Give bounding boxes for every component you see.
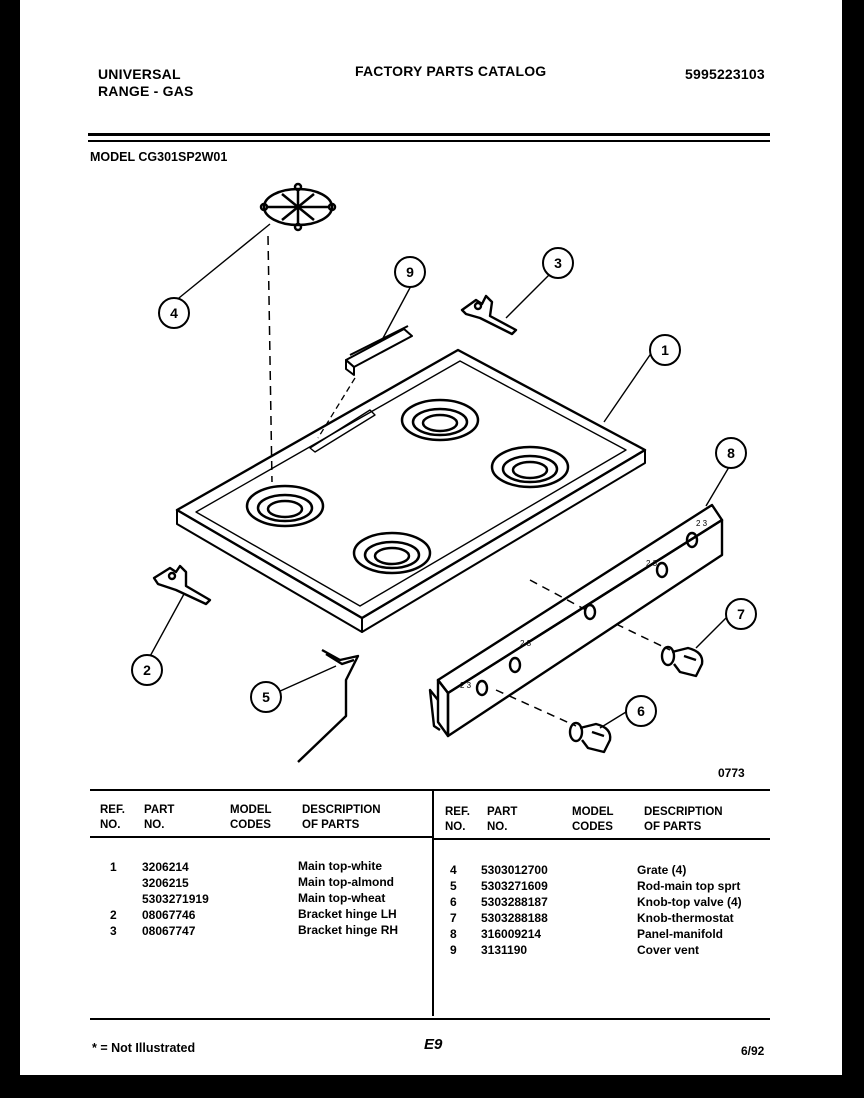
callout-6-label: 6 [637,703,645,719]
right-header-rule [434,838,770,840]
callout-2-label: 2 [143,662,151,678]
right-header-desc-2: OF PARTS [644,821,702,833]
right-header-desc-1: DESCRIPTION [644,806,723,818]
row-ref: 4 [450,863,457,877]
panel-manifold-part: 2 3 2 3 2 3 2 3 [428,503,724,738]
callout-3-circle [542,247,574,279]
table-divider [432,790,434,1016]
callout-4-label: 4 [170,305,178,321]
right-header-model-1: MODEL [572,806,614,818]
figure-code: 0773 [718,766,745,780]
row-description: Panel-manifold [637,927,724,941]
row-ref: 7 [450,911,457,925]
left-header-part-1: PART [144,804,175,816]
row-ref: 3 [110,924,117,938]
callout-3-label: 3 [554,255,562,271]
row-part-no: 3206214 [142,860,189,874]
row-part-no: 3206215 [142,876,189,890]
row-description: Bracket hinge RH [298,923,399,937]
row-description: Cover vent [637,943,700,957]
table-rule-bottom [90,1018,770,1020]
main-top-part [175,348,647,633]
row-part-no: 08067747 [142,924,196,938]
brand-line-1: UNIVERSAL [98,66,181,82]
cover-vent-part [345,325,413,376]
left-header-part-2: NO. [144,819,165,831]
row-part-no: 3131190 [481,943,528,957]
row-part-no: 5303271919 [142,892,209,906]
row-ref: 8 [450,927,457,941]
callout-1-label: 1 [661,342,669,358]
header-rule-bottom [88,140,770,142]
svg-text:2 3: 2 3 [460,681,472,690]
row-description: Main top-almond [298,875,394,889]
svg-text:2 3: 2 3 [646,559,658,568]
right-header-ref-2: NO. [445,821,466,833]
callout-7-label: 7 [737,606,745,622]
callout-1-circle [649,334,681,366]
row-part-no: 5303012700 [481,863,548,877]
row-part-no: 5303288187 [481,895,548,909]
row-description: Bracket hinge LH [298,907,397,921]
callout-2-circle [131,654,163,686]
callout-6-circle [625,695,657,727]
row-part-no: 5303271609 [481,879,548,893]
row-ref: 9 [450,943,457,957]
header-rule-top [88,133,770,136]
right-header-ref-1: REF. [445,806,470,818]
bracket-hinge-lh-part [152,564,212,606]
revision-date: 6/92 [741,1044,765,1058]
table-rule-top [90,789,770,791]
footnote: * = Not Illustrated [92,1041,196,1055]
row-ref: 6 [450,895,457,909]
row-part-no: 08067746 [142,908,196,922]
right-header-part-1: PART [487,806,518,818]
knob-top-valve-part [568,721,612,754]
left-header-ref-1: REF. [100,804,125,816]
row-description: Grate (4) [637,863,687,877]
right-header-model-2: CODES [572,821,613,833]
right-header-part-2: NO. [487,821,508,833]
callout-9-circle [394,256,426,288]
left-header-desc-1: DESCRIPTION [302,804,381,816]
left-header-ref-2: NO. [100,819,121,831]
row-part-no: 5303288188 [481,911,548,925]
row-part-no: 316009214 [481,927,542,941]
callout-5-circle [250,681,282,713]
bracket-hinge-rh-part [460,294,518,336]
left-header-model-1: MODEL [230,804,272,816]
callout-4-circle [158,297,190,329]
callout-8-label: 8 [727,445,735,461]
brand-line-2: RANGE - GAS [98,83,194,99]
grate-part [259,182,337,232]
row-description: Main top-white [298,859,382,873]
callout-5-label: 5 [262,689,270,705]
svg-text:2 3: 2 3 [520,639,532,648]
rod-main-top-support-part [297,648,360,763]
knob-thermostat-part [660,645,704,678]
callout-7-circle [725,598,757,630]
callout-9-label: 9 [406,264,414,280]
catalog-page: UNIVERSAL RANGE - GAS FACTORY PARTS CATA… [20,0,842,1075]
model-number: MODEL CG301SP2W01 [90,150,228,164]
row-description: Knob-thermostat [637,911,734,925]
svg-text:2 3: 2 3 [696,519,708,528]
catalog-number: 5995223103 [685,66,765,82]
row-description: Main top-wheat [298,891,386,905]
row-ref: 1 [110,860,117,874]
row-description: Knob-top valve (4) [637,895,742,909]
row-description: Rod-main top sprt [637,879,741,893]
left-header-rule [90,836,432,838]
exploded-parts-diagram: 2 3 2 3 2 3 2 3 [131,182,757,763]
left-header-model-2: CODES [230,819,271,831]
row-ref: 2 [110,908,117,922]
callout-8-circle [715,437,747,469]
left-header-desc-2: OF PARTS [302,819,360,831]
catalog-title: FACTORY PARTS CATALOG [355,63,547,79]
page-code: E9 [424,1036,443,1053]
row-ref: 5 [450,879,457,893]
